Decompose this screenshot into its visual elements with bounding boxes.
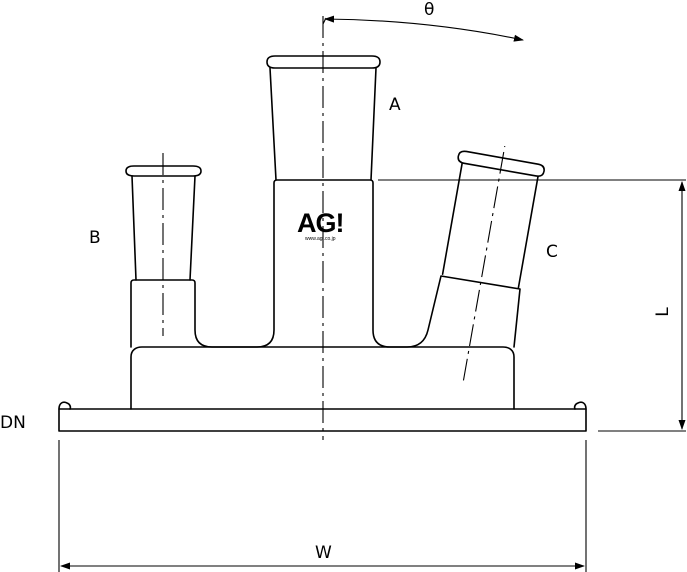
theta-dimension: θ <box>322 0 524 42</box>
width-w-dimension: W <box>58 440 587 572</box>
neck-c <box>441 145 545 381</box>
logo-text: AG! <box>297 208 344 238</box>
dn-label: DN <box>0 413 26 433</box>
height-l-dimension: L <box>378 179 686 432</box>
c-label: C <box>546 242 558 262</box>
b-label: B <box>89 228 101 248</box>
l-label: L <box>653 307 673 317</box>
logo-url: www.agi.co.jp <box>305 236 336 242</box>
neck-b <box>125 165 202 281</box>
brand-logo: AG! www.agi.co.jp <box>297 208 345 242</box>
w-label: W <box>315 543 332 563</box>
a-label: A <box>389 95 401 115</box>
neck-a <box>266 55 381 181</box>
lid-outline <box>130 179 521 348</box>
theta-label: θ <box>424 0 434 20</box>
